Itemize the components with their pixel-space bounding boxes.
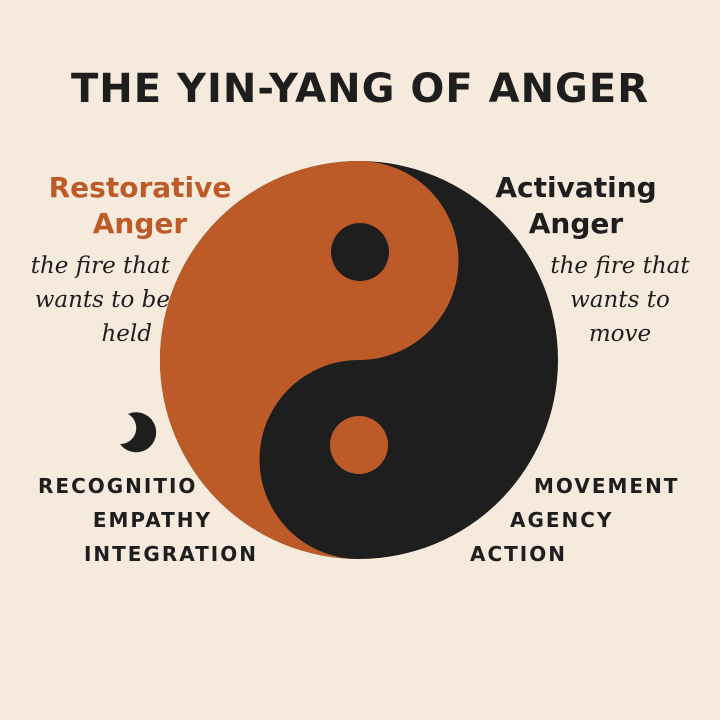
subtitle-line: move: [588, 321, 652, 347]
activating-subtitle: the fire that wants to move: [540, 249, 700, 351]
orange-dot: [330, 416, 388, 474]
activating-words: MOVEMENT AGENCY ACTION: [470, 469, 690, 571]
crescent-moon-icon: [120, 412, 157, 453]
word: RECOGNITIO: [38, 474, 198, 498]
page-title: THE YIN-YANG OF ANGER: [70, 66, 650, 112]
restorative-heading: Restorative Anger: [40, 170, 240, 242]
activating-heading: Activating Anger: [488, 170, 664, 242]
word: INTEGRATION: [83, 542, 258, 566]
heading-line: Activating: [495, 171, 657, 204]
word: EMPATHY: [92, 508, 212, 532]
word: AGENCY: [510, 508, 614, 532]
subtitle-line: the fire that: [30, 253, 170, 279]
heading-line: Anger: [92, 207, 188, 240]
subtitle-line: held: [101, 321, 152, 347]
restorative-subtitle: the fire that wants to be held: [10, 249, 170, 351]
restorative-words: RECOGNITIO EMPATHY INTEGRATION: [38, 469, 258, 571]
subtitle-line: wants to: [570, 287, 670, 313]
word: ACTION: [470, 542, 567, 566]
subtitle-line: the fire that: [550, 253, 690, 279]
word: MOVEMENT: [534, 474, 680, 498]
heading-line: Restorative: [48, 171, 232, 204]
subtitle-line: wants to be: [34, 287, 170, 313]
dark-dot: [331, 223, 389, 281]
heading-line: Anger: [528, 207, 624, 240]
